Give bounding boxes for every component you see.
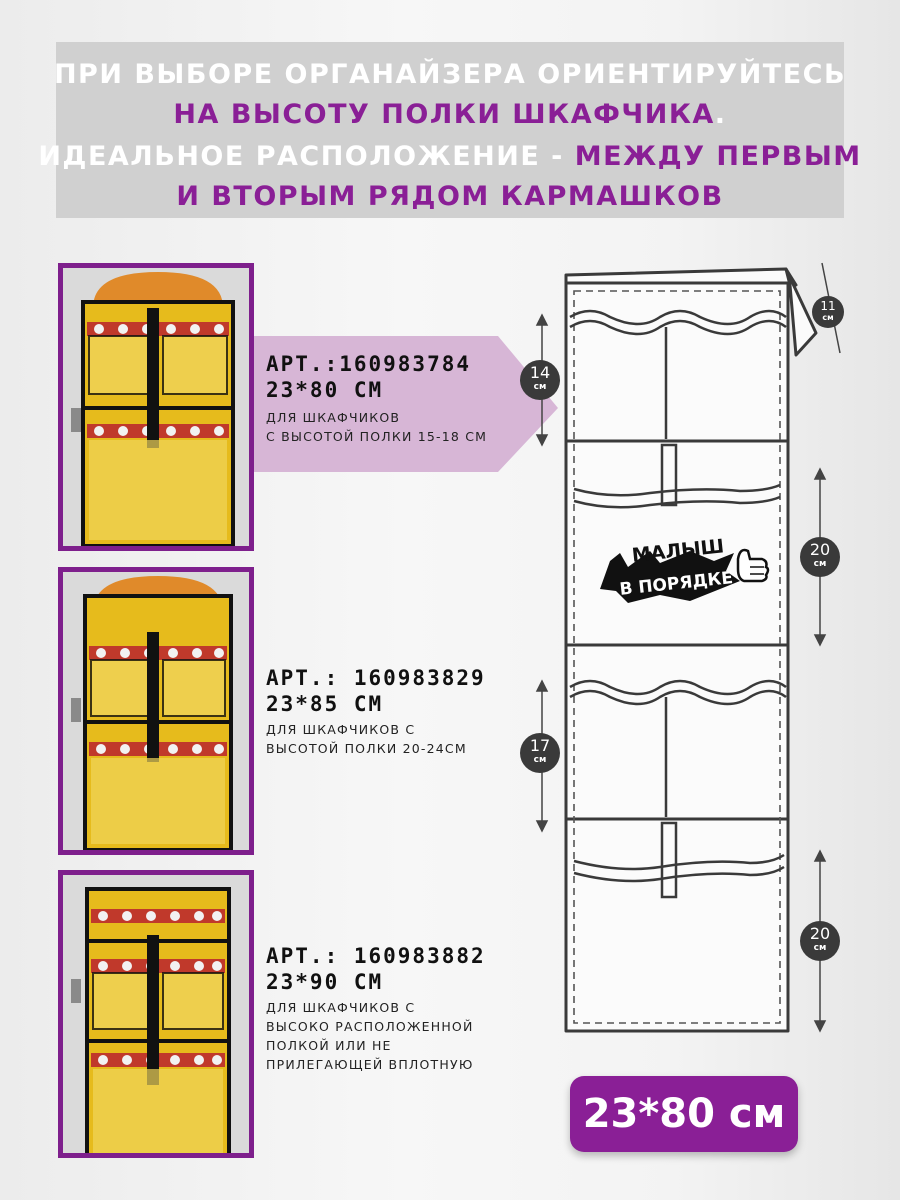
- header-banner: [56, 42, 844, 218]
- product-3-desc-3: ПОЛКОЙ ИЛИ НЕ: [266, 1038, 392, 1053]
- measurement-value: 11: [820, 299, 836, 313]
- banner-line-2-text: НА ВЫСОТУ ПОЛКИ ШКАФЧИКА: [173, 99, 715, 130]
- measurement-value: 20: [809, 540, 831, 559]
- product-3-article: АРТ.: 160983882: [266, 944, 486, 968]
- measurement-unit: см: [533, 755, 547, 765]
- product-1-desc-2: С ВЫСОТОЙ ПОЛКИ 15-18 СМ: [266, 429, 488, 444]
- banner-line-4: И ВТОРЫМ РЯДОМ КАРМАШКОВ: [176, 181, 724, 212]
- banner-line-3-white: ИДЕАЛЬНОЕ РАСПОЛОЖЕНИЕ -: [38, 141, 575, 172]
- product-3-desc-4: ПРИЛЕГАЮЩЕЙ ВПЛОТНУЮ: [266, 1057, 474, 1072]
- measurement-unit: см: [822, 313, 834, 322]
- banner-line-1: ПРИ ВЫБОРЕ ОРГАНАЙЗЕРА ОРИЕНТИРУЙТЕСЬ: [53, 59, 847, 90]
- product-photo-1: [58, 263, 254, 551]
- product-2-desc-2: ВЫСОТОЙ ПОЛКИ 20-24СМ: [266, 741, 467, 756]
- product-3-desc-1: ДЛЯ ШКАФЧИКОВ С: [266, 1000, 416, 1015]
- product-3-desc-2: ВЫСОКО РАСПОЛОЖЕННОЙ: [266, 1019, 474, 1034]
- measurement-unit: см: [813, 943, 827, 953]
- brand-logo: В ПОРЯДКЕ МАЛЫШ: [600, 535, 770, 603]
- product-2-desc-1: ДЛЯ ШКАФЧИКОВ С: [266, 722, 416, 737]
- product-2-article: АРТ.: 160983829: [266, 666, 486, 690]
- product-1-article: АРТ.:160983784: [266, 352, 472, 376]
- measurement-value: 14: [529, 363, 551, 382]
- organizer-diagram: В ПОРЯДКЕ МАЛЫШ: [535, 262, 841, 1033]
- measurement-value: 17: [529, 736, 551, 755]
- banner-line-3: ИДЕАЛЬНОЕ РАСПОЛОЖЕНИЕ - МЕЖДУ ПЕРВЫМ: [0, 140, 900, 174]
- banner-line-2-dot: .: [714, 99, 727, 130]
- banner-line-2: НА ВЫСОТУ ПОЛКИ ШКАФЧИКА.: [0, 98, 900, 132]
- product-photo-2: [58, 567, 254, 855]
- measurement-unit: см: [813, 559, 827, 569]
- product-photo-3: [58, 870, 254, 1158]
- product-3-size: 23*90 СМ: [266, 970, 384, 994]
- product-2-size: 23*85 СМ: [266, 692, 384, 716]
- highlight-arrow: [254, 336, 558, 472]
- product-1-desc-1: ДЛЯ ШКАФЧИКОВ: [266, 410, 401, 425]
- measurement-unit: см: [533, 382, 547, 392]
- size-badge: 23*80 см: [570, 1076, 798, 1152]
- measurement-value: 20: [809, 924, 831, 943]
- banner-line-3-purple: МЕЖДУ ПЕРВЫМ: [574, 141, 862, 172]
- product-1-size: 23*80 СМ: [266, 378, 384, 402]
